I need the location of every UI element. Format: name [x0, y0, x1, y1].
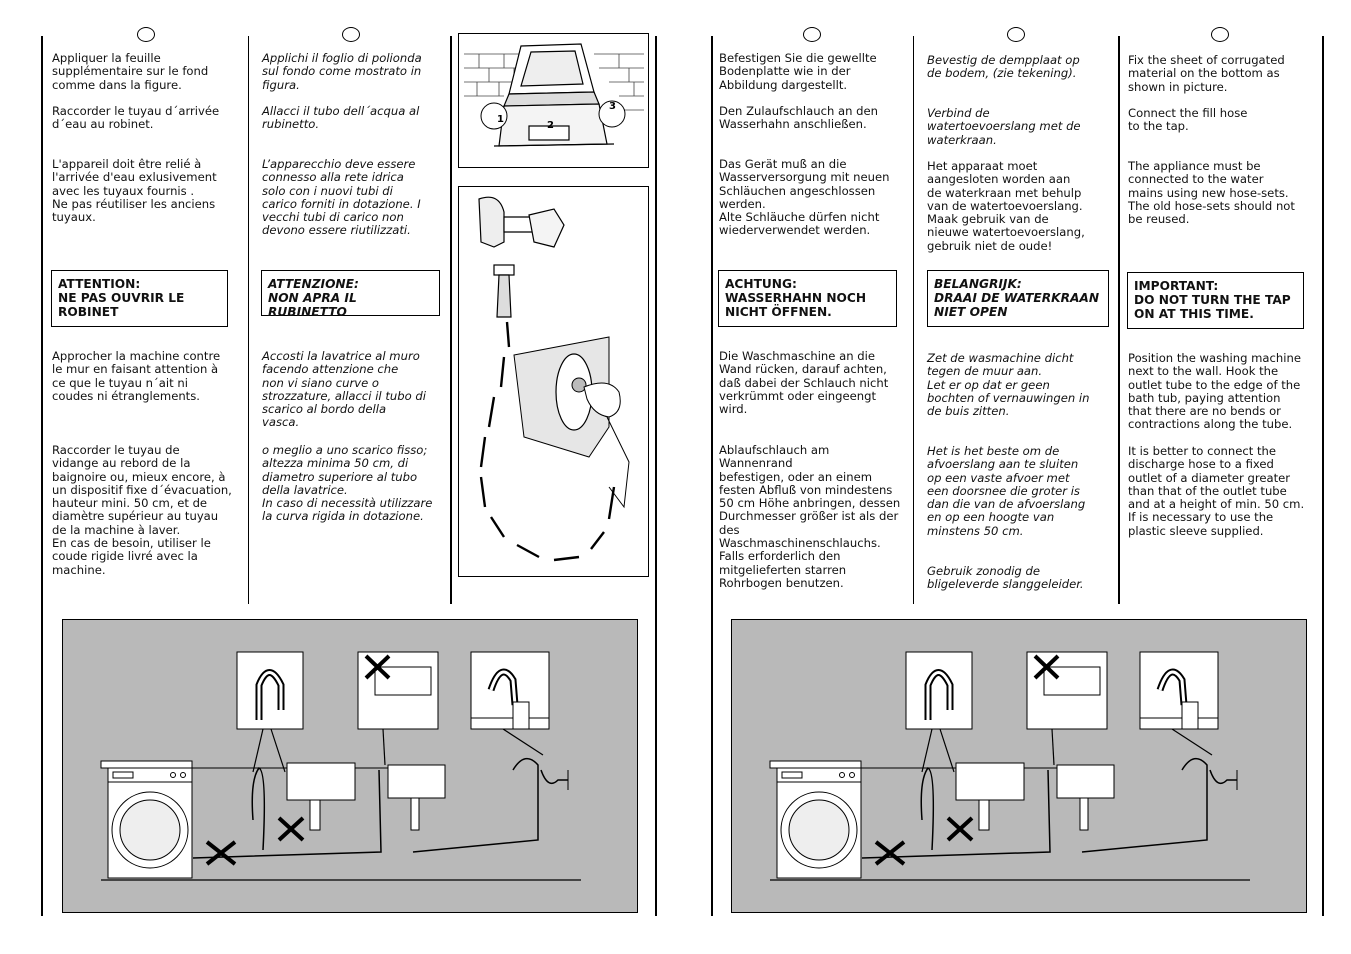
it-warning-box: ATTENZIONE: NON APRA IL RUBINETTO [261, 270, 440, 319]
nl-step-bottom-sheet: Bevestig de dempplaat op de bodem, (zie … [927, 53, 1080, 81]
fr-step-position-machine: Approcher la machine contre le mur en fa… [52, 349, 221, 403]
en-warning-box: IMPORTANT: DO NOT TURN THE TAP ON AT THI… [1127, 272, 1304, 329]
detail-panel-fixed-outlet [470, 651, 550, 730]
drain-options-illustration [769, 651, 1250, 881]
figure-label-3: 3 [609, 101, 616, 112]
nl-step-connect-hose: Verbind de watertoevoerslang met de wate… [927, 106, 1081, 147]
language-marker-de [803, 27, 821, 42]
tap-hose-figure [458, 186, 649, 577]
detail-panel-hose-hook [905, 651, 973, 730]
detail-panel-hose-hook [236, 651, 304, 730]
machine-bottom-illustration: 1 2 3 [464, 43, 644, 147]
de-step-new-hoses: Das Gerät muß an die Wasserversorgung mi… [719, 157, 890, 238]
page-fold-line [655, 36, 657, 916]
en-step-new-hoses: The appliance must be connected to the w… [1128, 159, 1295, 227]
figure-label-2: 2 [547, 120, 554, 131]
right-page-edge-line [1322, 36, 1324, 916]
column-divider [1118, 36, 1120, 604]
fr-warning-box: ATTENTION: NE PAS OUVRIR LE ROBINET [51, 270, 228, 327]
language-marker-en [1211, 27, 1229, 42]
de-warning-box: ACHTUNG: WASSERHAHN NOCH NICHT ÖFFNEN. [718, 270, 897, 327]
drain-installation-figure-right [731, 619, 1307, 913]
column-divider [248, 36, 249, 604]
fr-step-new-hoses: L'appareil doit être relié à l'arrivée d… [52, 157, 217, 225]
it-step-bottom-sheet: Applichi il foglio di polionda sul fondo… [262, 51, 422, 92]
language-marker-fr [137, 27, 155, 42]
language-marker-it [342, 27, 360, 42]
fr-step-connect-hose: Raccorder le tuyau d´arrivée d´eau au ro… [52, 104, 220, 132]
nl-step-drain-hose: Het is het beste om de afvoerslang aan t… [927, 444, 1086, 538]
right-page-margin-line [711, 36, 713, 916]
de-step-connect-hose: Den Zulaufschlauch an den Wasserhahn ans… [719, 104, 878, 132]
nl-warning-box: BELANGRIJK: DRAAI DE WATERKRAAN NIET OPE… [927, 270, 1109, 327]
nl-step-new-hoses: Het apparaat moet aangesloten worden aan… [927, 159, 1085, 253]
drain-options-illustration [100, 651, 581, 881]
fr-step-bottom-sheet: Appliquer la feuille supplémentaire sur … [52, 51, 209, 92]
detail-panel-fixed-outlet [1139, 651, 1219, 730]
de-step-position-machine: Die Waschmaschine an die Wand rücken, da… [719, 349, 889, 417]
nl-step-hose-guide: Gebruik zonodig de bligeleverde slanggel… [927, 564, 1084, 592]
it-step-drain-hose: o meglio a uno scarico fisso; altezza mi… [262, 443, 433, 524]
it-step-position-machine: Accosti la lavatrice al muro facendo att… [262, 349, 426, 430]
tap-connection-illustration [478, 196, 630, 562]
left-page-margin-line [41, 36, 43, 916]
de-step-bottom-sheet: Befestigen Sie die gewellte Bodenplatte … [719, 51, 877, 92]
en-step-drain-hose: It is better to connect the discharge ho… [1128, 444, 1305, 538]
figure-label-1: 1 [497, 114, 504, 125]
de-step-drain-hose: Ablaufschlauch am Wannenrand befestigen,… [719, 443, 901, 590]
fr-step-drain-hose: Raccorder le tuyau de vidange au rebord … [52, 443, 232, 577]
it-step-connect-hose: Allacci il tubo dell´acqua al rubinetto. [262, 104, 420, 132]
nl-step-position-machine: Zet de wasmachine dicht tegen de muur aa… [927, 351, 1090, 419]
column-divider [450, 36, 452, 604]
bottom-sheet-figure: 1 2 3 [458, 33, 649, 168]
en-step-bottom-sheet: Fix the sheet of corrugated material on … [1128, 53, 1285, 94]
language-marker-nl [1007, 27, 1025, 42]
column-divider [913, 36, 914, 604]
en-step-position-machine: Position the washing machine next to the… [1128, 351, 1301, 432]
en-step-connect-hose: Connect the fill hose to the tap. [1128, 106, 1248, 134]
it-step-new-hoses: L’apparecchio deve essere connesso alla … [262, 157, 421, 238]
drain-installation-figure-left [62, 619, 638, 913]
